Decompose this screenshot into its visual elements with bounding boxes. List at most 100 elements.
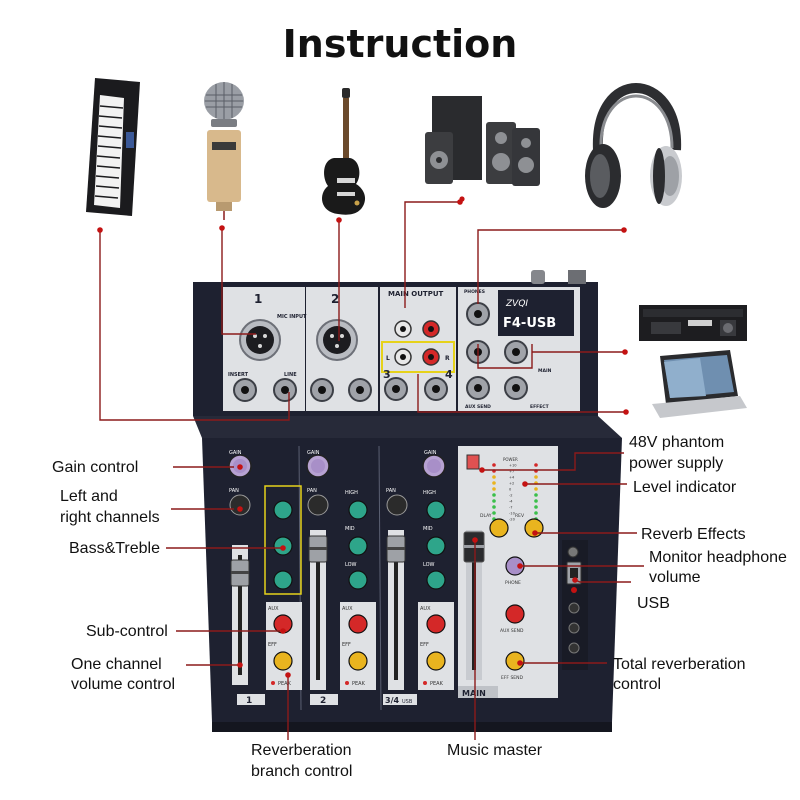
- power-label: POWER: [503, 457, 518, 462]
- meter-led: [492, 499, 496, 503]
- meter-led: [534, 511, 538, 515]
- main-rear-label: MAIN: [538, 368, 552, 374]
- meter-led: [492, 463, 496, 467]
- main-strip-tag: MAIN: [462, 689, 486, 698]
- label-bass-treble: Bass&Treble: [69, 540, 160, 557]
- strip-34-mid-label: MID: [423, 526, 433, 532]
- effect-label: EFFECT: [530, 404, 550, 410]
- meter-led: [492, 481, 496, 485]
- channel-2-number: 2: [331, 292, 339, 306]
- meter-level-label: +10: [509, 464, 517, 468]
- meter-led: [534, 475, 538, 479]
- strip-34-usb-tag: USB: [402, 699, 413, 705]
- eff-send-label: EFF SEND: [501, 675, 524, 681]
- strip-1-pan-label: PAN: [229, 488, 239, 494]
- rev-label: REV: [515, 513, 525, 519]
- meter-level-label: -7: [509, 506, 513, 510]
- label-monitor-line1: Monitor headphone: [649, 549, 787, 566]
- strip-2-pan-label: PAN: [307, 488, 317, 494]
- label-gain-control: Gain control: [52, 459, 139, 476]
- label-monitor-line2: volume: [649, 569, 701, 586]
- label-reverb-branch-line1: Reverberation: [251, 742, 352, 759]
- strip-1-eff-label: EFF: [268, 642, 277, 648]
- laptop-icon: [652, 350, 747, 418]
- meter-led: [534, 463, 538, 467]
- meter-level-label: +7: [509, 470, 514, 474]
- strip-1-gain-label: GAIN: [229, 450, 242, 456]
- brand-label: ZVQI: [505, 299, 528, 309]
- model-label: F4-USB: [503, 316, 556, 331]
- meter-led: [492, 487, 496, 491]
- meter-led: [534, 487, 538, 491]
- meter-led: [534, 505, 538, 509]
- strip-2-gain-label: GAIN: [307, 450, 320, 456]
- label-total-reverb-line2: control: [613, 676, 662, 693]
- meter-level-label: 0: [509, 488, 512, 492]
- label-reverb-branch-line2: branch control: [251, 763, 353, 780]
- meter-level-label: -20: [509, 518, 516, 522]
- meter-level-label: -10: [509, 512, 516, 516]
- strip-2-tag: 2: [320, 696, 326, 706]
- headphones-icon: [585, 82, 682, 208]
- meter-led: [492, 505, 496, 509]
- rear-panel: [223, 287, 580, 411]
- rear-panel-labels: 1 2 MIC INPUT INSERT LINE MAIN OUTPUT ZV…: [228, 289, 556, 410]
- label-one-channel-line1: One channel: [71, 656, 162, 673]
- strip-1-tag: 1: [246, 696, 252, 706]
- line-label: LINE: [284, 372, 297, 378]
- meter-led: [534, 499, 538, 503]
- strip-2-eff-label: EFF: [342, 642, 351, 648]
- meter-led: [492, 493, 496, 497]
- amplifier-icon: [639, 305, 747, 341]
- strip-1-peak-label: PEAK: [278, 681, 292, 687]
- strip-34-aux-label: AUX: [420, 606, 431, 612]
- insert-label: INSERT: [228, 372, 249, 378]
- strip-34-tag: 3/4: [385, 696, 399, 705]
- strip-34-high-label: HIGH: [423, 490, 436, 496]
- left-label: L: [386, 355, 390, 362]
- stereo-4-label: 4: [445, 368, 453, 381]
- aux-send-knob-label: AUX SEND: [500, 628, 524, 634]
- meter-led: [492, 475, 496, 479]
- label-music-master: Music master: [447, 742, 543, 759]
- strip-2-low-label: LOW: [345, 562, 357, 568]
- microphone-icon: [204, 82, 244, 220]
- speakers-icon: [425, 96, 540, 202]
- strip-34-peak-label: PEAK: [430, 681, 444, 687]
- delay-label: DLAY: [480, 513, 492, 519]
- strip-1-aux-label: AUX: [268, 606, 279, 612]
- stereo-3-label: 3: [383, 368, 391, 381]
- phone-label: PHONE: [505, 580, 521, 586]
- right-label: R: [445, 355, 450, 362]
- label-reverb-effects: Reverb Effects: [641, 526, 746, 543]
- meter-level-label: -4: [509, 500, 513, 504]
- strip-34-eff-label: EFF: [420, 642, 429, 648]
- meter-level-label: +2: [509, 482, 514, 486]
- channel-strips: GAIN GAIN GAIN PAN PAN PAN HIGH HIGH MID…: [228, 445, 454, 711]
- callout-lines: [99, 201, 644, 740]
- callout-dots: [97, 199, 629, 678]
- strip-2-high-label: HIGH: [345, 490, 358, 496]
- keyboard-icon: [86, 78, 140, 216]
- strip-34-pan-label: PAN: [386, 488, 396, 494]
- strip-2-mid-label: MID: [345, 526, 355, 532]
- label-one-channel-line2: volume control: [71, 676, 176, 693]
- label-level-indicator: Level indicator: [633, 479, 737, 496]
- meter-led: [492, 511, 496, 515]
- channel-1-number: 1: [254, 292, 262, 306]
- strip-2-peak-label: PEAK: [352, 681, 366, 687]
- phones-label: PHONES: [464, 289, 485, 295]
- guitar-icon: [322, 88, 366, 215]
- mic-input-label: MIC INPUT: [277, 314, 307, 320]
- label-left-right-line1: Left and: [60, 488, 118, 505]
- meter-level-label: -2: [509, 494, 513, 498]
- aux-send-label: AUX SEND: [465, 404, 491, 410]
- strip-34-low-label: LOW: [423, 562, 435, 568]
- label-phantom-line2: power supply: [629, 455, 724, 472]
- label-usb: USB: [637, 595, 670, 612]
- meter-led: [534, 493, 538, 497]
- meter-level-label: +4: [509, 476, 515, 480]
- strip-2-aux-label: AUX: [342, 606, 353, 612]
- page-title: Instruction: [282, 22, 518, 66]
